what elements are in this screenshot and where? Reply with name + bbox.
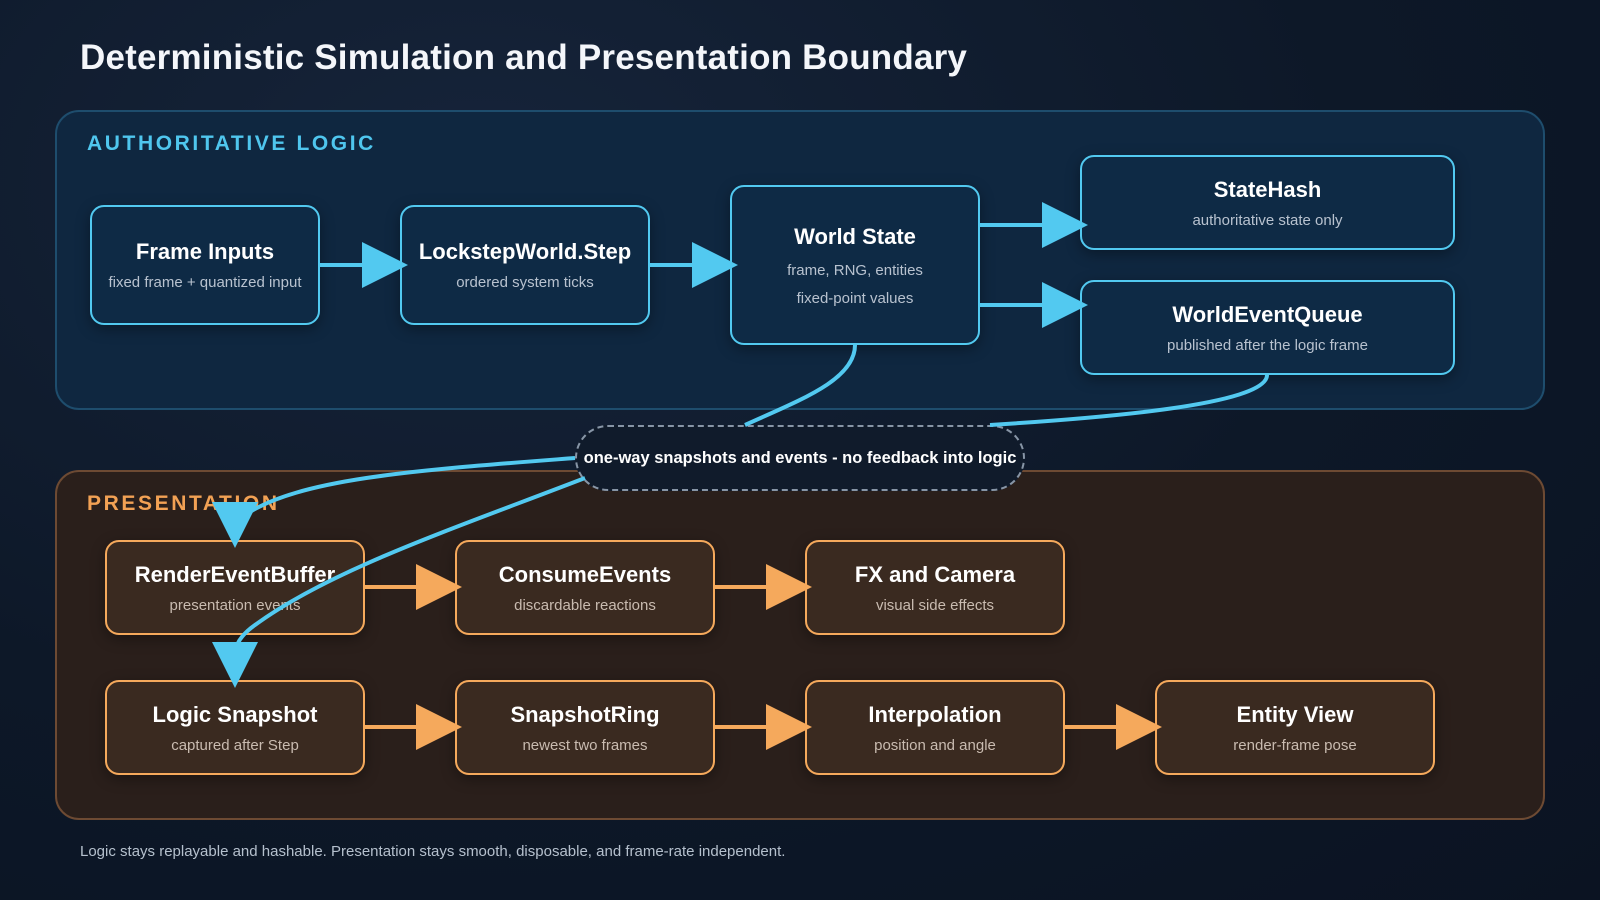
node-subtitle-secondary: fixed-point values <box>796 289 914 307</box>
node-world-state: World State frame, RNG, entities fixed-p… <box>730 185 980 345</box>
node-state-hash: StateHash authoritative state only <box>1080 155 1455 250</box>
node-title: Logic Snapshot <box>152 701 318 727</box>
node-subtitle: frame, RNG, entities <box>787 261 923 279</box>
footer-note: Logic stays replayable and hashable. Pre… <box>80 843 786 860</box>
logic-panel-label: AUTHORITATIVE LOGIC <box>87 132 376 155</box>
one-way-boundary: one-way snapshots and events - no feedba… <box>575 425 1025 491</box>
node-subtitle: fixed frame + quantized input <box>108 274 302 291</box>
node-frame-inputs: Frame Inputs fixed frame + quantized inp… <box>90 205 320 325</box>
node-subtitle: visual side effects <box>875 596 995 614</box>
node-title: LockstepWorld.Step <box>418 239 632 264</box>
node-fx-and-camera: FX and Camera visual side effects <box>805 540 1065 635</box>
node-subtitle: newest two frames <box>522 736 648 754</box>
node-subtitle: presentation events <box>169 596 301 614</box>
node-title: Frame Inputs <box>135 239 275 264</box>
node-subtitle: captured after Step <box>171 736 299 754</box>
node-title: Interpolation <box>868 701 1002 727</box>
node-render-event-buffer: RenderEventBuffer presentation events <box>105 540 365 635</box>
presentation-panel-label: PRESENTATION <box>87 492 280 515</box>
node-subtitle: position and angle <box>874 736 996 754</box>
node-lockstep-step: LockstepWorld.Step ordered system ticks <box>400 205 650 325</box>
node-title: ConsumeEvents <box>498 561 672 587</box>
node-title: StateHash <box>1213 176 1322 202</box>
node-subtitle: published after the logic frame <box>1167 336 1368 354</box>
node-subtitle: authoritative state only <box>1192 211 1343 229</box>
node-subtitle: render-frame pose <box>1233 736 1357 754</box>
node-title: FX and Camera <box>854 561 1016 587</box>
node-subtitle: ordered system ticks <box>456 274 594 291</box>
node-interpolation: Interpolation position and angle <box>805 680 1065 775</box>
node-title: Entity View <box>1236 701 1354 727</box>
node-title: RenderEventBuffer <box>134 561 336 587</box>
boundary-label: one-way snapshots and events - no feedba… <box>583 448 1017 467</box>
node-world-event-queue: WorldEventQueue published after the logi… <box>1080 280 1455 375</box>
node-entity-view: Entity View render-frame pose <box>1155 680 1435 775</box>
node-title: SnapshotRing <box>510 701 660 727</box>
node-snapshot-ring: SnapshotRing newest two frames <box>455 680 715 775</box>
node-title: World State <box>794 223 916 249</box>
node-consume-events: ConsumeEvents discardable reactions <box>455 540 715 635</box>
node-logic-snapshot: Logic Snapshot captured after Step <box>105 680 365 775</box>
page-title: Deterministic Simulation and Presentatio… <box>80 38 968 77</box>
node-subtitle: discardable reactions <box>514 596 656 614</box>
node-title: WorldEventQueue <box>1172 301 1363 327</box>
